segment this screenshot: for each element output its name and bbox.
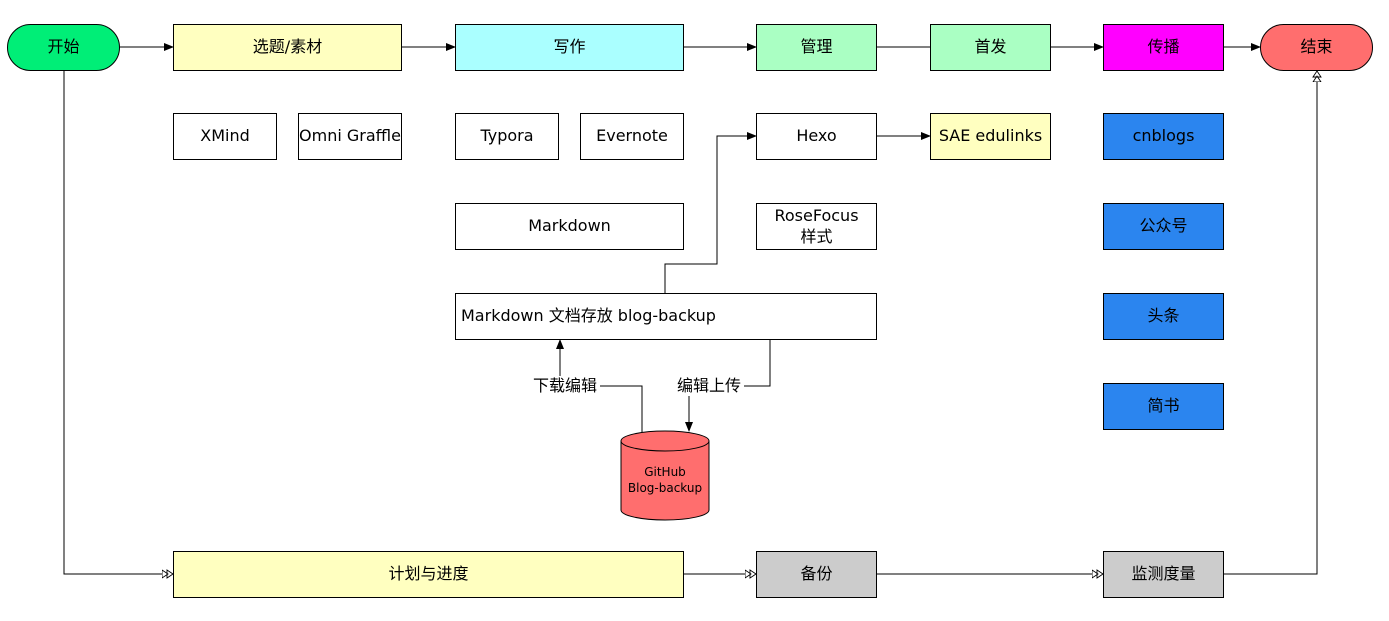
edge-start-plan xyxy=(63,71,173,574)
toutiao-node: 头条 xyxy=(1103,293,1224,340)
end-node: 结束 xyxy=(1260,24,1373,71)
plan-node: 计划与进度 xyxy=(173,551,684,598)
edge-monitor-end xyxy=(1224,71,1317,575)
cnblogs-node: cnblogs xyxy=(1103,113,1224,160)
markdown-node: Markdown xyxy=(455,203,684,250)
xmind-node: XMind xyxy=(173,113,277,160)
download-edit-label: 下载编辑 xyxy=(530,376,601,396)
evernote-node: Evernote xyxy=(580,113,684,160)
hexo-node: Hexo xyxy=(756,113,877,160)
github-cylinder xyxy=(620,430,710,521)
start-node: 开始 xyxy=(7,24,120,71)
github-label: GitHub Blog-backup xyxy=(619,464,711,496)
backup-node: 备份 xyxy=(756,551,877,598)
edge-storage-hexo xyxy=(664,132,757,293)
github-line1: GitHub xyxy=(644,465,686,479)
topic-node: 选题/素材 xyxy=(173,24,402,71)
sae-node: SAE edulinks xyxy=(930,113,1051,160)
upload-edit-label: 编辑上传 xyxy=(674,376,745,396)
wechat-node: 公众号 xyxy=(1103,203,1224,250)
omnigraffle-node: Omni Graffle xyxy=(298,113,402,160)
typora-node: Typora xyxy=(455,113,559,160)
storage-node: Markdown 文档存放 blog-backup xyxy=(455,293,877,340)
spread-node: 传播 xyxy=(1103,24,1224,71)
write-node: 写作 xyxy=(455,24,684,71)
rosefocus-node: RoseFocus 样式 xyxy=(756,203,877,250)
manage-node: 管理 xyxy=(756,24,877,71)
jianshu-node: 简书 xyxy=(1103,383,1224,430)
github-line2: Blog-backup xyxy=(627,481,703,495)
edge-github-download xyxy=(556,339,643,436)
monitor-node: 监测度量 xyxy=(1103,551,1224,598)
first-publish-node: 首发 xyxy=(930,24,1051,71)
